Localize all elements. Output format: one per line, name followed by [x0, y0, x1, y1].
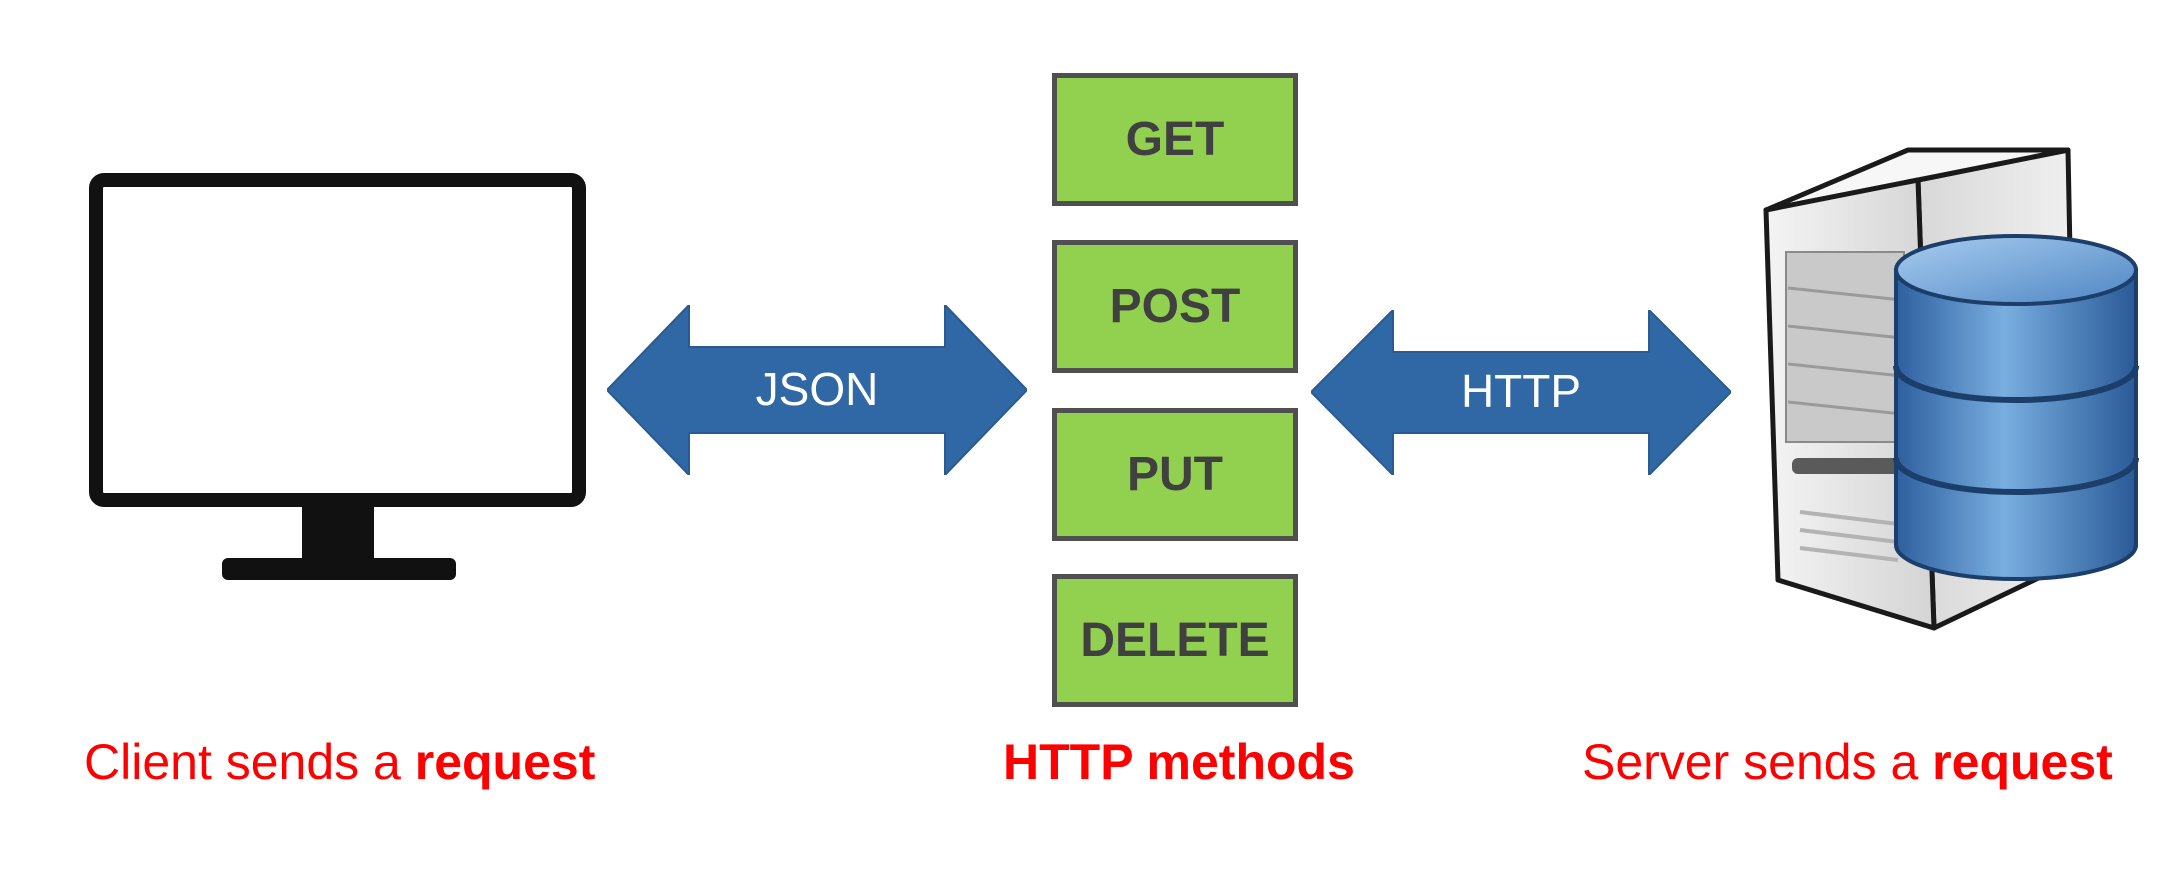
methods-title: HTTP methods	[1003, 734, 1355, 790]
http-label: HTTP	[1461, 365, 1581, 417]
method-post-box: POST	[1052, 240, 1298, 373]
json-arrow-shape	[607, 305, 1027, 475]
database-icon	[1893, 234, 2139, 581]
method-get-label: GET	[1125, 113, 1225, 166]
method-delete-box: DELETE	[1052, 574, 1298, 707]
json-label: JSON	[756, 363, 879, 415]
client-caption: Client sends a request	[84, 733, 595, 791]
client-caption-bold: request	[414, 734, 596, 790]
http-arrow-shape	[1311, 310, 1731, 475]
server-caption: Server sends a request	[1582, 733, 2113, 791]
server-database-icon	[1763, 147, 2139, 631]
server-caption-prefix: Server sends a	[1582, 734, 1933, 790]
client-caption-prefix: Client sends a	[84, 734, 415, 790]
method-delete-label: DELETE	[1080, 614, 1270, 667]
method-put-label: PUT	[1127, 448, 1223, 501]
http-double-arrow: HTTP	[1311, 310, 1731, 475]
monitor-icon	[89, 173, 586, 580]
method-put-box: PUT	[1052, 408, 1298, 541]
server-caption-bold: request	[1932, 734, 2113, 790]
method-post-label: POST	[1109, 280, 1241, 333]
method-get-box: GET	[1052, 73, 1298, 206]
json-double-arrow: JSON	[607, 305, 1027, 475]
methods-caption: HTTP methods	[1003, 733, 1355, 791]
